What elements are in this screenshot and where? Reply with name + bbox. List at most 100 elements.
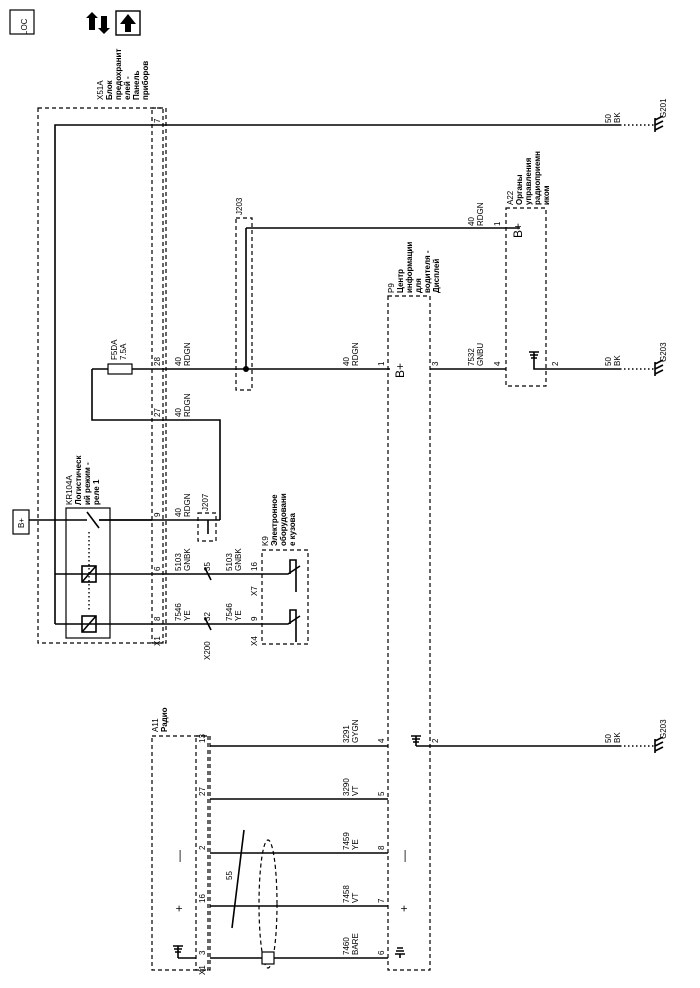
shield-terminal	[261, 951, 275, 965]
relay-desc-2: ий режим -	[83, 462, 92, 505]
j203-box	[235, 217, 253, 391]
p9-gnd-pin: 2	[431, 738, 440, 743]
r2-pin: 2	[198, 845, 207, 850]
p9-pin1: 1	[377, 361, 386, 366]
r2-p9pin: 8	[377, 845, 386, 850]
p9-bplus: B+	[393, 363, 407, 378]
relay-desc-3: реле 1	[92, 479, 101, 505]
j203-node	[243, 366, 249, 372]
shield-ellipse	[258, 839, 278, 969]
k9-label: K9	[261, 536, 270, 546]
location-label: LOC	[20, 18, 29, 35]
a22-desc-3: радиоприемн	[533, 151, 542, 205]
j207-label: J207	[201, 493, 210, 511]
r13-p9pin: 4	[377, 738, 386, 743]
twisted-pair-line	[231, 829, 245, 929]
a11-box	[151, 735, 209, 971]
pin9b-label: 9	[250, 616, 259, 621]
x51a-desc-3: елей -	[123, 76, 132, 100]
fuse-f5da	[107, 363, 133, 375]
a22-gauge2: 50	[604, 357, 613, 366]
a22-box	[505, 207, 547, 387]
x200-break-2	[204, 617, 212, 631]
r16-p9pin: 7	[377, 898, 386, 903]
r3-color: BARE	[351, 933, 360, 955]
w27-color: RDGN	[183, 393, 192, 417]
fuse-rating: 7.5A	[119, 343, 128, 360]
j203-gauge: 40	[467, 217, 476, 226]
ground-g203-icon-1	[654, 359, 664, 376]
j203-color: RDGN	[476, 202, 485, 226]
wire-relay-coil	[54, 520, 152, 625]
shield-label: 55	[225, 871, 234, 880]
a22-desc-2: управления	[524, 157, 533, 205]
up-arrow-button[interactable]	[115, 10, 141, 36]
g203-label-1: G203	[659, 342, 668, 362]
a22-bplus: B+	[511, 223, 525, 238]
w7-gauge: 50	[604, 114, 613, 123]
plus-right: +	[397, 905, 411, 912]
w6-code: 5103	[174, 553, 183, 571]
k9-switch-1	[278, 559, 301, 592]
p9-pin3: 3	[431, 361, 440, 366]
w28-gauge: 40	[174, 357, 183, 366]
bplus-terminal	[12, 509, 30, 535]
g203-label-2: G203	[659, 719, 668, 739]
x200-break-1	[204, 567, 212, 581]
p9-desc-4: водителя -	[423, 250, 432, 293]
pin6-label: 6	[153, 566, 162, 571]
w35-code: 5103	[225, 553, 234, 571]
pin27-label: 27	[153, 408, 162, 417]
w7-color: BK	[613, 112, 622, 123]
k9-switch-2	[278, 609, 301, 642]
w32-color: YE	[234, 610, 243, 621]
pin16-label: 16	[250, 562, 259, 571]
k9-desc-3: е кузова	[288, 513, 297, 546]
p9-color1: RDGN	[351, 342, 360, 366]
p9-desc-2: информации	[405, 242, 414, 293]
x51a-desc-5: приборов	[141, 61, 150, 100]
plus-left: +	[172, 905, 186, 912]
wire-fuse	[91, 368, 390, 520]
w32-code: 7546	[225, 603, 234, 621]
p9-gauge1: 40	[342, 357, 351, 366]
p9-box	[387, 295, 431, 971]
a11-desc: Радио	[160, 707, 169, 732]
p9-label: P9	[387, 283, 396, 293]
x51a-box	[37, 107, 164, 644]
wire-pin9	[99, 519, 220, 534]
p9-gnd-gauge: 50	[604, 734, 613, 743]
j207-box	[197, 512, 217, 542]
p9-color3: GNBU	[476, 343, 485, 366]
relay-label: KR104A	[65, 475, 74, 505]
a22-desc-4: иком	[542, 185, 551, 205]
location-button[interactable]: LOC	[9, 9, 35, 35]
p9-desc-5: Дисплей	[432, 259, 441, 293]
relay-kr104a-box	[65, 507, 111, 639]
w6-color: GNBK	[183, 548, 192, 571]
relay-desc-1: Логистическ	[74, 455, 83, 505]
r27-pin: 27	[198, 787, 207, 796]
w8-color: YE	[183, 610, 192, 621]
x51a-desc-2: предохранит	[114, 49, 123, 100]
p9-ground-symbol	[411, 735, 620, 747]
r2-code: 7459	[342, 832, 351, 850]
k9-desc-1: Электронное	[270, 494, 279, 546]
r16-pin: 16	[198, 894, 207, 903]
j203-label: J203	[235, 197, 244, 215]
minus-right: —	[397, 850, 411, 862]
p9-desc-3: для	[414, 278, 423, 293]
j203-pin-label: 1	[493, 221, 502, 226]
pin7-label: 7	[153, 118, 162, 123]
r13-color: GYGN	[351, 719, 360, 743]
fuse-label: F5DA	[110, 339, 119, 360]
p9-code3: 7532	[467, 348, 476, 366]
k9-desc-2: оборудовани	[279, 493, 288, 546]
up-arrow-icon	[120, 14, 136, 32]
r16-code: 7458	[342, 885, 351, 903]
r27-p9pin: 5	[377, 791, 386, 796]
pin32-label: 32	[203, 612, 212, 621]
pin35-label: 35	[203, 562, 212, 571]
swap-arrows-icon[interactable]	[86, 12, 110, 34]
